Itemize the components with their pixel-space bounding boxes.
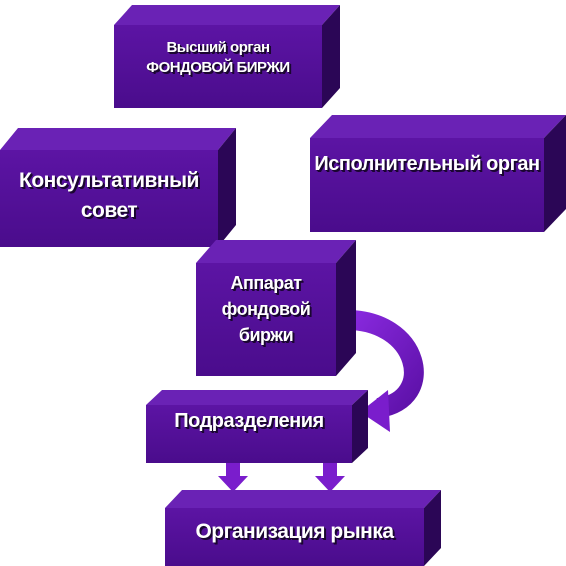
divisions-box (146, 390, 368, 463)
executive-body-box (310, 115, 566, 232)
market-organization-label: Организация рынка (195, 520, 394, 543)
advisory-council-line1: Консультативный (19, 169, 199, 192)
advisory-council-box (0, 128, 236, 247)
supreme-body-line1: Высший орган (166, 39, 270, 56)
supreme-body-line2: ФОНДОВОЙ БИРЖИ (146, 59, 290, 77)
executive-body-label: Исполнительный орган (314, 153, 540, 175)
apparatus-label: Аппарат фондовой биржи (196, 270, 336, 348)
apparatus-line1: Аппарат (230, 273, 302, 293)
apparatus-box (196, 240, 356, 376)
apparatus-line3: биржи (238, 325, 294, 346)
curved-arrow (343, 309, 424, 432)
down-arrow-right (315, 463, 345, 492)
supreme-body-box (114, 5, 340, 108)
supreme-body-label: Высший орган ФОНДОВОЙ БИРЖИ (114, 38, 322, 79)
divisions-label: Подразделения (174, 410, 324, 432)
advisory-council-label: Консультативный совет (0, 166, 218, 227)
advisory-council-line2: совет (80, 199, 138, 223)
apparatus-line2: фондовой (221, 299, 311, 320)
market-organization-box (165, 490, 441, 566)
down-arrow-left (218, 463, 248, 492)
